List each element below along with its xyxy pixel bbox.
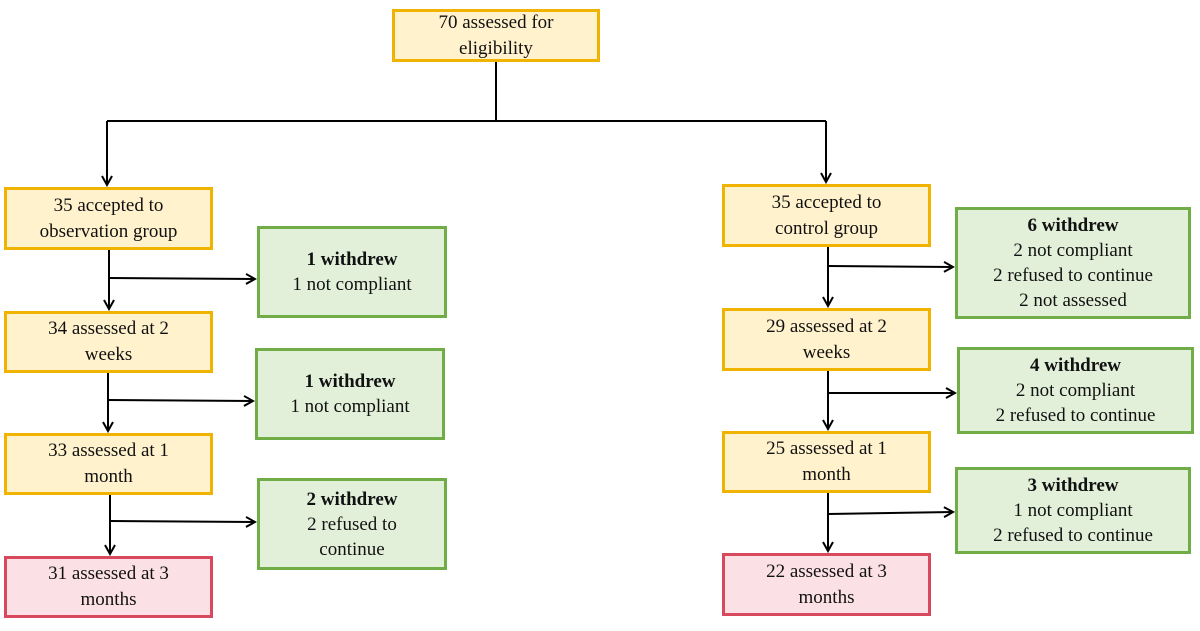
observation-accepted-box: 35 accepted to observation group — [4, 187, 213, 250]
observation-withdrawal-2-title: 1 withdrew — [304, 371, 396, 392]
control-withdrawal-2-reason-2: 2 refused to continue — [995, 405, 1156, 426]
observation-accepted-line-2: observation group — [39, 220, 178, 242]
observation-withdrawal-box-3: 2 withdrew 2 refused to continue — [257, 478, 447, 570]
observation-1-month-line-2: month — [84, 466, 133, 487]
control-3-months-line-1: 22 assessed at 3 — [766, 560, 887, 582]
control-withdrawal-1-reason-1: 2 not compliant — [1013, 240, 1133, 261]
observation-withdrawal-box-2: 1 withdrew 1 not compliant — [255, 348, 445, 440]
control-1-month-line-2: month — [802, 464, 851, 485]
eligibility-line-2: eligibility — [459, 37, 533, 59]
observation-withdrawal-3-reason-1: 2 refused to — [307, 513, 397, 535]
control-accepted-line-1: 35 accepted to — [771, 191, 882, 213]
observation-2-weeks-box: 34 assessed at 2 weeks — [4, 311, 213, 373]
eligibility-line-1: 70 assessed for — [438, 11, 554, 33]
observation-accepted-line-1: 35 accepted to — [53, 194, 164, 216]
control-withdrawal-box-1: 6 withdrew 2 not compliant 2 refused to … — [955, 207, 1191, 319]
control-withdrawal-box-2: 4 withdrew 2 not compliant 2 refused to … — [957, 347, 1194, 434]
observation-withdrawal-box-1: 1 withdrew 1 not compliant — [257, 226, 447, 318]
control-withdrawal-box-3: 3 withdrew 1 not compliant 2 refused to … — [955, 467, 1191, 554]
observation-withdrawal-1-reason-1: 1 not compliant — [292, 274, 412, 295]
observation-1-month-line-1: 33 assessed at 1 — [48, 440, 169, 461]
control-withdrawal-3-reason-1: 1 not compliant — [1013, 500, 1133, 521]
observation-1-month-box: 33 assessed at 1 month — [4, 433, 213, 495]
observation-3-months-line-1: 31 assessed at 3 — [48, 563, 169, 584]
control-accepted-box: 35 accepted to control group — [722, 184, 931, 247]
control-3-months-line-2: months — [798, 586, 855, 608]
control-withdrawal-1-reason-3: 2 not assessed — [1019, 290, 1127, 311]
control-1-month-box: 25 assessed at 1 month — [722, 431, 931, 493]
observation-withdrawal-1-title: 1 withdrew — [306, 249, 398, 270]
obs-arrow-to-wd2 — [107, 400, 253, 401]
control-withdrawal-3-title: 3 withdrew — [1027, 475, 1119, 496]
observation-3-months-line-2: months — [80, 589, 137, 610]
observation-2-weeks-line-2: weeks — [84, 344, 133, 365]
observation-withdrawal-2-reason-1: 1 not compliant — [290, 396, 410, 417]
control-withdrawal-3-reason-2: 2 refused to continue — [993, 525, 1153, 546]
observation-2-weeks-line-1: 34 assessed at 2 — [48, 318, 169, 339]
control-3-months-box: 22 assessed at 3 months — [722, 553, 931, 616]
observation-withdrawal-3-reason-2: continue — [319, 538, 385, 560]
control-1-month-line-1: 25 assessed at 1 — [766, 438, 887, 459]
control-withdrawal-1-title: 6 withdrew — [1027, 215, 1119, 236]
ctl-arrow-to-wd3 — [827, 512, 953, 514]
obs-arrow-to-wd3 — [109, 521, 255, 522]
eligibility-box: 70 assessed for eligibility — [392, 9, 600, 62]
observation-withdrawal-3-title: 2 withdrew — [306, 488, 398, 510]
control-accepted-line-2: control group — [775, 217, 878, 239]
control-withdrawal-1-reason-2: 2 refused to continue — [993, 265, 1153, 286]
control-2-weeks-line-1: 29 assessed at 2 — [766, 315, 887, 337]
obs-arrow-to-wd1 — [108, 278, 255, 279]
observation-3-months-box: 31 assessed at 3 months — [4, 556, 213, 618]
control-2-weeks-box: 29 assessed at 2 weeks — [722, 308, 931, 371]
control-withdrawal-2-reason-1: 2 not compliant — [1015, 380, 1136, 401]
control-2-weeks-line-2: weeks — [802, 341, 851, 363]
ctl-arrow-to-wd1 — [827, 266, 953, 267]
control-withdrawal-2-title: 4 withdrew — [1030, 355, 1121, 376]
